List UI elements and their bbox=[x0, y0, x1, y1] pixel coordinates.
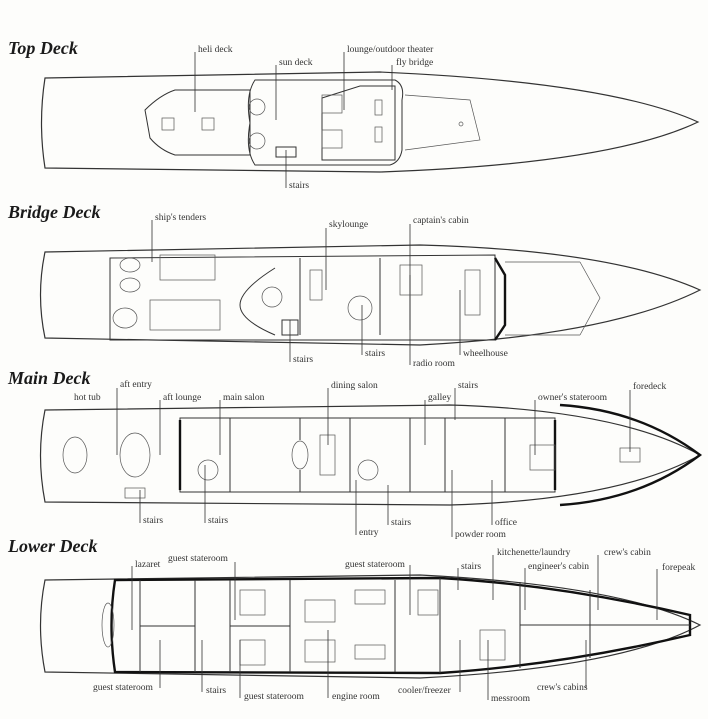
label-hot-tub: hot tub bbox=[74, 393, 101, 403]
label-guest-stateroom: guest stateroom bbox=[93, 683, 153, 693]
label-guest-stateroom: guest stateroom bbox=[168, 554, 228, 564]
label-forepeak: forepeak bbox=[662, 563, 696, 573]
label-galley: galley bbox=[428, 393, 452, 403]
label-main-salon: main salon bbox=[223, 393, 265, 403]
label-radio-room: radio room bbox=[413, 359, 455, 369]
label-lazaret: lazaret bbox=[135, 560, 161, 570]
label-stairs: stairs bbox=[365, 349, 386, 359]
top-deck-plan bbox=[40, 52, 700, 188]
label-owners-stateroom: owner's stateroom bbox=[538, 393, 607, 403]
label-kitchenette-laundry: kitchenette/laundry bbox=[497, 548, 571, 558]
label-cooler-freezer: cooler/freezer bbox=[398, 686, 451, 696]
top-deck-title: Top Deck bbox=[8, 38, 78, 58]
label-skylounge: skylounge bbox=[329, 220, 369, 230]
label-guest-stateroom: guest stateroom bbox=[244, 692, 304, 702]
label-entry: entry bbox=[359, 528, 379, 538]
main-deck-plan bbox=[39, 388, 703, 537]
label-ships-tenders: ship's tenders bbox=[155, 213, 207, 223]
label-crews-cabins: crew's cabins bbox=[537, 683, 588, 693]
label-stairs: stairs bbox=[289, 181, 310, 191]
label-aft-lounge: aft lounge bbox=[163, 393, 202, 403]
label-powder-room: powder room bbox=[455, 530, 506, 540]
lower-deck-title: Lower Deck bbox=[8, 536, 98, 556]
label-lounge-outdoor-theater: lounge/outdoor theater bbox=[347, 45, 434, 55]
label-stairs: stairs bbox=[293, 355, 314, 365]
label-captains-cabin: captain's cabin bbox=[413, 216, 469, 226]
label-aft-entry: aft entry bbox=[120, 380, 152, 390]
label-engine-room: engine room bbox=[332, 692, 380, 702]
main-deck-title: Main Deck bbox=[8, 368, 91, 388]
label-stairs: stairs bbox=[208, 516, 229, 526]
label-guest-stateroom: guest stateroom bbox=[345, 560, 405, 570]
label-stairs: stairs bbox=[458, 381, 479, 391]
label-sun-deck: sun deck bbox=[279, 58, 313, 68]
label-fly-bridge: fly bridge bbox=[396, 58, 434, 68]
bridge-deck-plan bbox=[39, 220, 702, 365]
label-stairs: stairs bbox=[206, 686, 227, 696]
label-stairs: stairs bbox=[461, 562, 482, 572]
label-crews-cabin: crew's cabin bbox=[604, 548, 651, 558]
label-engineers-cabin: engineer's cabin bbox=[528, 562, 590, 572]
label-stairs: stairs bbox=[143, 516, 164, 526]
label-stairs: stairs bbox=[391, 518, 412, 528]
label-dining-salon: dining salon bbox=[331, 381, 378, 391]
label-office: office bbox=[495, 518, 517, 528]
lower-deck-plan bbox=[39, 555, 702, 700]
label-foredeck: foredeck bbox=[633, 382, 667, 392]
label-wheelhouse: wheelhouse bbox=[463, 349, 508, 359]
label-heli-deck: heli deck bbox=[198, 45, 233, 55]
label-messroom: messroom bbox=[491, 694, 531, 704]
bridge-deck-title: Bridge Deck bbox=[8, 202, 101, 222]
